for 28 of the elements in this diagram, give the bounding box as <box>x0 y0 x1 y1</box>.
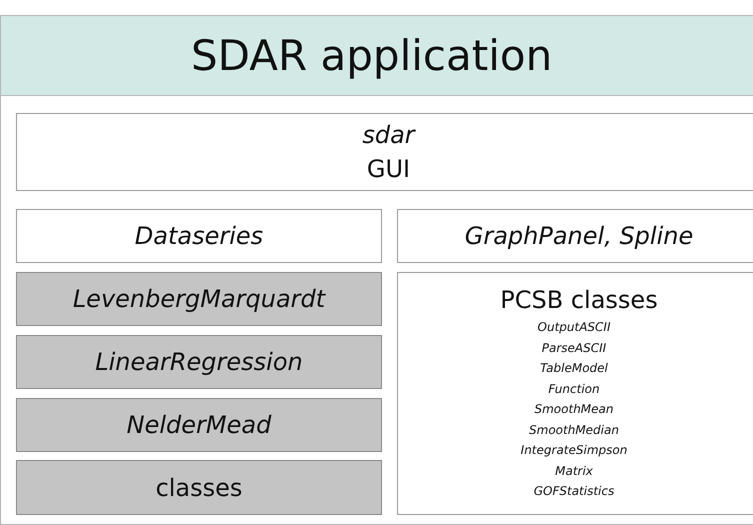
class-name: Matrix <box>555 462 593 480</box>
module-box <box>16 113 753 191</box>
class-list-box <box>397 272 753 515</box>
class-box <box>16 460 382 515</box>
class-name: IntegrateSimpson <box>520 442 628 459</box>
box-label: LinearRegression <box>95 347 303 378</box>
application-frame <box>0 15 753 525</box>
class-box <box>16 335 382 389</box>
box-label: LevenbergMarquardt <box>72 284 326 315</box>
class-name: GOFStatistics <box>534 483 614 500</box>
box-label: classes <box>156 472 242 504</box>
class-name: TableModel <box>540 360 608 377</box>
class-name: OutputASCII <box>538 319 610 336</box>
class-name: SmoothMean <box>534 401 614 418</box>
class-box <box>16 272 382 326</box>
box-label: sdar <box>362 120 415 151</box>
box-label: GraphPanel, Spline <box>464 221 694 252</box>
class-name: Function <box>548 380 600 398</box>
box-label: Dataseries <box>134 221 264 252</box>
box-heading: PCSB classes <box>500 285 658 316</box>
module-box <box>16 209 382 263</box>
class-name: ParseASCII <box>542 340 606 356</box>
class-name: SmoothMedian <box>529 422 619 438</box>
box-label: NelderMead <box>126 410 272 441</box>
class-box <box>16 398 382 452</box>
title-text: SDAR application <box>191 31 552 80</box>
box-label: GUI <box>366 154 410 185</box>
module-box <box>397 209 753 263</box>
